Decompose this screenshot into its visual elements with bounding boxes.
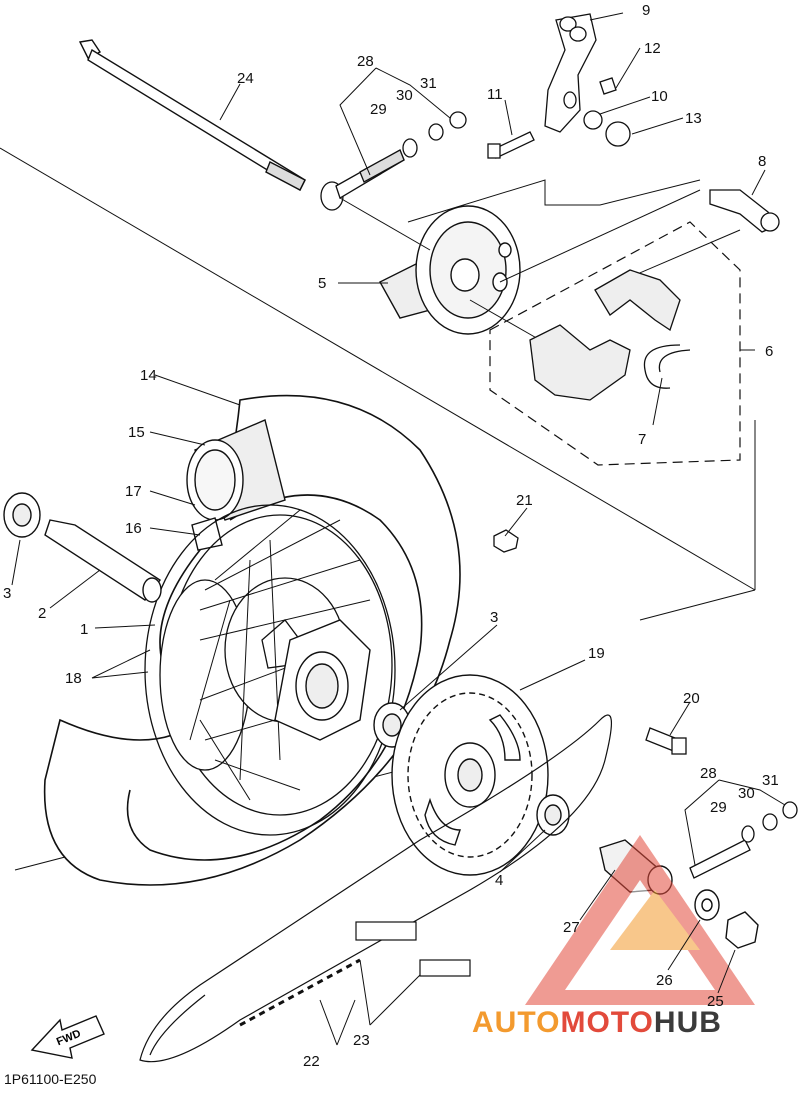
- watermark-part-hub: HUB: [653, 1006, 722, 1039]
- sprocket: [391, 674, 549, 876]
- callout-10: 10: [651, 88, 668, 105]
- callout-29-top: 29: [370, 101, 387, 118]
- watermark-text: AUTOMOTOHUB: [472, 1006, 722, 1040]
- callout-18: 18: [65, 670, 82, 687]
- adjuster-bolt-top: [320, 111, 467, 211]
- callout-5: 5: [318, 275, 326, 292]
- callout-17: 17: [125, 483, 142, 500]
- callout-29-lower: 29: [710, 799, 727, 816]
- callout-27: 27: [563, 919, 580, 936]
- callout-24: 24: [237, 70, 254, 87]
- brake-cam: [709, 189, 780, 233]
- axle: [78, 39, 306, 191]
- figure-code: 1P61100-E250: [4, 1071, 97, 1087]
- callout-15: 15: [128, 424, 145, 441]
- callout-30-lower: 30: [738, 785, 755, 802]
- callout-labels: 9 12 10 13 11 8 24 28 31 30 29 5 6 7 14 …: [3, 2, 779, 1070]
- watermark-logo: [525, 835, 755, 1005]
- callout-31-lower: 31: [762, 772, 779, 789]
- callout-21: 21: [516, 492, 533, 509]
- callout-16: 16: [125, 520, 142, 537]
- callout-19: 19: [588, 645, 605, 662]
- callout-28-lower: 28: [700, 765, 717, 782]
- watermark-part-moto: MOTO: [560, 1006, 654, 1039]
- drive-chain: [139, 714, 613, 1063]
- callout-22: 22: [303, 1053, 320, 1070]
- callout-13: 13: [685, 110, 702, 127]
- callout-28-top: 28: [357, 53, 374, 70]
- nut-21: [493, 529, 519, 553]
- callout-11: 11: [487, 86, 503, 103]
- brake-arm: [487, 13, 631, 159]
- fwd-arrow-icon: FWD: [30, 1015, 105, 1059]
- hub-flange: [274, 619, 371, 741]
- callout-20: 20: [683, 690, 700, 707]
- callout-23: 23: [353, 1032, 370, 1049]
- left-bearing: [3, 492, 162, 603]
- callout-4: 4: [495, 872, 503, 889]
- callout-31-top: 31: [420, 75, 437, 92]
- callout-6: 6: [765, 343, 773, 360]
- adjuster-bolt-lower: [645, 727, 798, 879]
- watermark-part-auto: AUTO: [472, 1006, 561, 1039]
- brake-shoe-box: [489, 221, 741, 466]
- callout-8: 8: [758, 153, 766, 170]
- callout-12: 12: [644, 40, 661, 57]
- callout-25: 25: [707, 993, 724, 1010]
- leader-lines: [11, 12, 786, 1046]
- callout-2: 2: [38, 605, 46, 622]
- callout-1: 1: [80, 621, 88, 638]
- callout-14: 14: [140, 367, 157, 384]
- callout-3-right: 3: [490, 609, 498, 626]
- callout-26: 26: [656, 972, 673, 989]
- callout-9: 9: [642, 2, 650, 19]
- brake-shoe-plate: [379, 205, 521, 335]
- tube: [186, 419, 286, 551]
- callout-30-top: 30: [396, 87, 413, 104]
- callout-7: 7: [638, 431, 646, 448]
- callout-3-left: 3: [3, 585, 11, 602]
